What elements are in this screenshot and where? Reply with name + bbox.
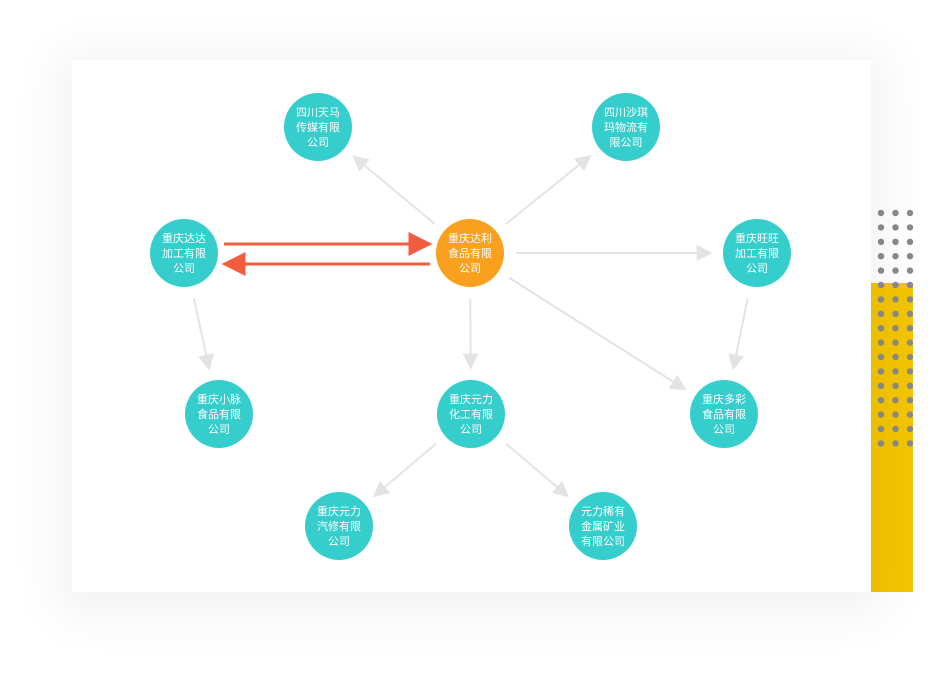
decor-dot bbox=[906, 425, 914, 433]
decor-dot bbox=[892, 310, 899, 317]
decor-dot bbox=[892, 411, 899, 418]
decor-dot bbox=[892, 238, 899, 245]
decor-dot bbox=[877, 397, 885, 404]
node-label: 重庆达达加工有限公司 bbox=[162, 231, 206, 275]
decor-dot bbox=[877, 209, 885, 217]
decor-dot bbox=[892, 296, 899, 303]
decor-dot bbox=[892, 382, 899, 389]
node-label: 重庆旺旺加工有限公司 bbox=[735, 231, 779, 275]
decor-dot bbox=[892, 353, 899, 361]
decor-dot bbox=[906, 267, 914, 274]
decor-dot bbox=[906, 353, 914, 361]
decor-dot bbox=[892, 267, 899, 274]
decor-dot bbox=[892, 339, 899, 346]
decor-dot bbox=[877, 325, 885, 332]
decor-dot bbox=[877, 411, 885, 418]
decor-dot bbox=[892, 281, 899, 289]
decor-dot bbox=[892, 397, 899, 404]
node-wangwang[interactable]: 重庆旺旺加工有限公司 bbox=[723, 219, 791, 287]
edge-center-to-tianma bbox=[352, 155, 436, 225]
node-label: 四川天马传媒有限公司 bbox=[296, 105, 340, 149]
node-label: 重庆元力汽修有限公司 bbox=[317, 504, 361, 548]
node-label: 元力稀有金属矿业有限公司 bbox=[581, 504, 625, 548]
edge-dada-to-xiaomai bbox=[192, 297, 214, 371]
node-label: 重庆小脉食品有限公司 bbox=[197, 392, 241, 436]
decor-dot bbox=[877, 267, 885, 274]
node-tianma[interactable]: 四川天马传媒有限公司 bbox=[284, 93, 352, 161]
decor-dot bbox=[877, 440, 885, 447]
node-dada[interactable]: 重庆达达加工有限公司 bbox=[150, 219, 218, 287]
decor-dot bbox=[892, 425, 899, 433]
decor-dot bbox=[892, 253, 899, 260]
decor-dot bbox=[892, 224, 899, 231]
decor-dot bbox=[906, 339, 914, 346]
node-yuanlihua[interactable]: 重庆元力化工有限公司 bbox=[437, 380, 505, 448]
decor-dot bbox=[906, 310, 914, 317]
decor-dot bbox=[877, 253, 885, 260]
decor-dot bbox=[877, 353, 885, 361]
decor-dot bbox=[906, 238, 914, 245]
decor-dot bbox=[906, 440, 914, 447]
dot-grid-decoration bbox=[877, 209, 914, 447]
decor-dot bbox=[906, 397, 914, 404]
decor-dot bbox=[906, 253, 914, 260]
node-label: 重庆元力化工有限公司 bbox=[449, 392, 493, 436]
decor-dot bbox=[877, 382, 885, 389]
edge-wangwang-to-duocai bbox=[728, 297, 749, 371]
decor-dot bbox=[892, 209, 899, 217]
edge-yuanlihua-to-yuanliqi bbox=[372, 442, 437, 498]
decor-dot bbox=[877, 425, 885, 433]
decor-dot bbox=[906, 382, 914, 389]
decor-dot bbox=[906, 209, 914, 217]
node-shaqi[interactable]: 四川沙琪玛物流有限公司 bbox=[592, 93, 660, 161]
node-duocai[interactable]: 重庆多彩食品有限公司 bbox=[690, 380, 758, 448]
node-xiyou[interactable]: 元力稀有金属矿业有限公司 bbox=[569, 492, 637, 560]
edge-yuanlihua-to-xiyou bbox=[505, 442, 570, 498]
decor-dot bbox=[877, 238, 885, 245]
diagram-card bbox=[72, 60, 871, 592]
decor-dot bbox=[877, 368, 885, 375]
edge-center-to-duocai bbox=[508, 276, 687, 391]
edge-center-to-shaqi bbox=[505, 154, 592, 225]
decor-dot bbox=[877, 310, 885, 317]
node-label: 重庆多彩食品有限公司 bbox=[702, 392, 746, 436]
decor-dot bbox=[892, 440, 899, 447]
decor-dot bbox=[877, 296, 885, 303]
accent-bar bbox=[871, 283, 913, 592]
node-xiaomai[interactable]: 重庆小脉食品有限公司 bbox=[185, 380, 253, 448]
decor-dot bbox=[906, 281, 914, 289]
edge-layer bbox=[192, 154, 749, 498]
decor-dot bbox=[906, 368, 914, 375]
decor-dot bbox=[877, 224, 885, 231]
decor-dot bbox=[906, 411, 914, 418]
decor-dot bbox=[877, 339, 885, 346]
decor-dot bbox=[892, 368, 899, 375]
node-label: 重庆达利食品有限公司 bbox=[448, 231, 492, 275]
decor-dot bbox=[877, 281, 885, 289]
decor-dot bbox=[906, 224, 914, 231]
decor-dot bbox=[906, 325, 914, 332]
node-center[interactable]: 重庆达利食品有限公司 bbox=[436, 219, 504, 287]
decor-dot bbox=[906, 296, 914, 303]
node-label: 四川沙琪玛物流有限公司 bbox=[604, 105, 648, 149]
decor-dot bbox=[892, 325, 899, 332]
node-yuanliqi[interactable]: 重庆元力汽修有限公司 bbox=[305, 492, 373, 560]
